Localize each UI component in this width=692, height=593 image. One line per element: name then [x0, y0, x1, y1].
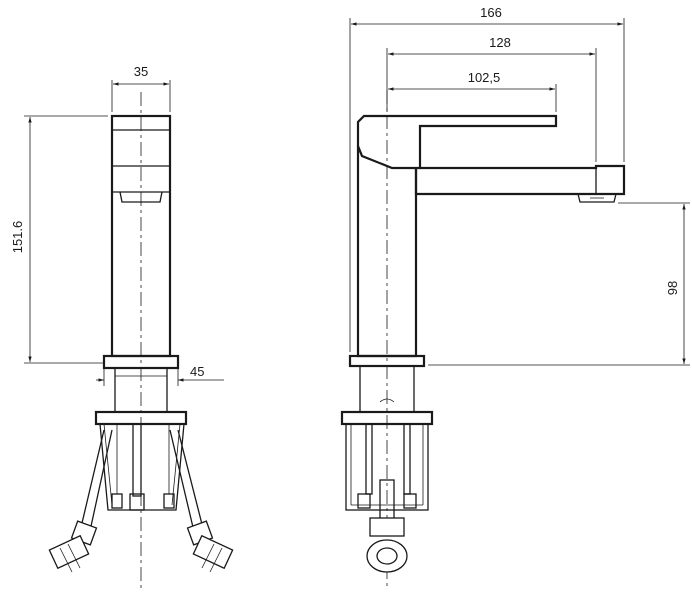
front-view: 35 151.6 45 [10, 64, 234, 590]
dim-spout-length-label: 128 [489, 35, 511, 50]
dim-base-diameter: 45 [96, 364, 224, 386]
dim-overall-length-label: 166 [480, 5, 502, 20]
side-aerator [577, 193, 617, 203]
dim-front-width: 35 [111, 64, 171, 112]
side-hose-fitting [369, 517, 405, 537]
side-lever-handle [356, 114, 558, 170]
dim-base-diameter-label: 45 [190, 364, 204, 379]
dim-lever-length: 102,5 [388, 70, 557, 112]
side-mounting-bracket [345, 423, 429, 511]
dim-overall-length: 166 [349, 5, 625, 352]
side-spout [414, 164, 626, 196]
dim-spout-length: 128 [386, 35, 597, 162]
dim-spout-height: 98 [428, 202, 690, 366]
dim-front-height: 151.6 [10, 115, 108, 364]
front-hose-fitting-right [186, 520, 234, 573]
front-aerator [119, 191, 163, 203]
side-view: 166 128 102,5 98 [340, 5, 690, 590]
dim-lever-length-label: 102,5 [468, 70, 501, 85]
dim-front-width-label: 35 [134, 64, 148, 79]
front-hose-fitting-left [48, 520, 98, 573]
dim-spout-height-label: 98 [665, 281, 680, 295]
dim-front-height-label: 151.6 [10, 221, 25, 254]
front-hose-right [169, 429, 207, 541]
front-hose-left [77, 429, 113, 541]
